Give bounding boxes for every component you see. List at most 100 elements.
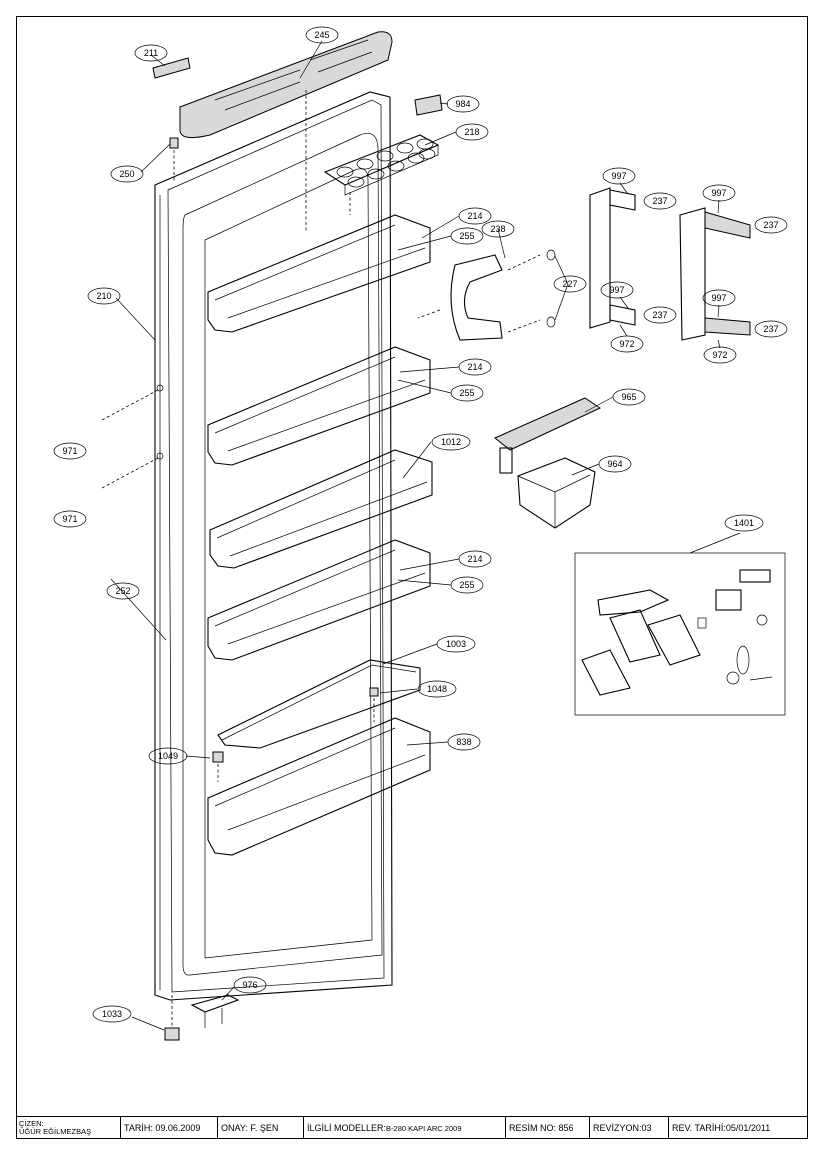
title-block-cizen: ÇİZEN: ÜĞÜR EĞİLMEZBAŞ: [16, 1117, 121, 1139]
leader-lines: [110, 40, 741, 1031]
callout-997-d: 997: [702, 289, 736, 307]
svg-text:965: 965: [621, 392, 636, 402]
callout-237-b: 237: [754, 216, 788, 234]
svg-text:214: 214: [467, 362, 482, 372]
svg-text:1049: 1049: [158, 751, 178, 761]
callout-211: 211: [134, 44, 168, 62]
callout-255-a: 255: [450, 227, 484, 245]
svg-text:238: 238: [490, 224, 505, 234]
callout-237-d: 237: [754, 320, 788, 338]
vertical-handle-1: [589, 187, 636, 329]
title-block-tarih: TARİH: 09.06.2009: [121, 1117, 218, 1139]
svg-text:252: 252: [115, 586, 130, 596]
callout-965: 965: [612, 388, 646, 406]
egg-tray-part: [323, 134, 440, 215]
wire-rail-part: [212, 659, 421, 782]
dispenser-parts: [494, 397, 602, 529]
svg-text:971: 971: [62, 446, 77, 456]
callout-972-b: 972: [703, 346, 737, 364]
title-block-onay: ONAY: F. ŞEN: [218, 1117, 304, 1139]
callout-984: 984: [446, 95, 480, 113]
clip-part: [414, 94, 443, 116]
svg-text:1003: 1003: [446, 639, 466, 649]
ilgili-value: B-280 KAPI ARC 2009: [386, 1123, 462, 1133]
callout-237-a: 237: [643, 192, 677, 210]
svg-text:1401: 1401: [734, 518, 754, 528]
svg-text:997: 997: [611, 171, 626, 181]
door-shelves: [207, 214, 433, 856]
top-trim-part: [179, 31, 393, 139]
svg-text:250: 250: [119, 169, 134, 179]
svg-text:255: 255: [459, 388, 474, 398]
svg-text:237: 237: [652, 310, 667, 320]
svg-text:237: 237: [763, 324, 778, 334]
callout-238: 238: [481, 220, 515, 238]
svg-text:971: 971: [62, 514, 77, 524]
callout-255-b: 255: [450, 384, 484, 402]
svg-text:972: 972: [712, 350, 727, 360]
callout-838: 838: [447, 733, 481, 751]
svg-text:237: 237: [652, 196, 667, 206]
callout-964: 964: [598, 455, 632, 473]
callout-218: 218: [455, 123, 489, 141]
title-block: ÇİZEN: ÜĞÜR EĞİLMEZBAŞ TARİH: 09.06.2009…: [16, 1116, 808, 1139]
svg-text:997: 997: [711, 188, 726, 198]
svg-text:237: 237: [763, 220, 778, 230]
svg-text:984: 984: [455, 99, 470, 109]
callout-976: 976: [233, 976, 267, 994]
cizen-name: ÜĞÜR EĞİLMEZBAŞ: [19, 1127, 92, 1136]
callouts: 211 245 984 218 250 214 255 238 227 997 …: [53, 26, 788, 1023]
svg-text:210: 210: [96, 291, 111, 301]
svg-text:997: 997: [711, 293, 726, 303]
callout-971-b: 971: [53, 510, 87, 528]
svg-text:255: 255: [459, 580, 474, 590]
svg-text:227: 227: [562, 279, 577, 289]
callout-214-c: 214: [458, 550, 492, 568]
svg-text:997: 997: [609, 285, 624, 295]
callout-210: 210: [87, 287, 121, 305]
title-block-resim: RESİM NO: 856: [506, 1117, 590, 1139]
hinge-pin-part: [169, 137, 179, 183]
screws: [101, 384, 164, 489]
svg-text:1033: 1033: [102, 1009, 122, 1019]
title-block-ilgili: İLGİLİ MODELLER:B-280 KAPI ARC 2009: [304, 1117, 506, 1139]
cizen-label: ÇİZEN:: [19, 1119, 44, 1128]
callout-997-a: 997: [602, 167, 636, 185]
svg-text:964: 964: [607, 459, 622, 469]
svg-text:1048: 1048: [427, 684, 447, 694]
svg-text:211: 211: [144, 48, 158, 58]
svg-text:972: 972: [619, 339, 634, 349]
callout-214-b: 214: [458, 358, 492, 376]
handle-part: [417, 249, 556, 341]
callout-252: 252: [106, 582, 140, 600]
callout-1049: 1049: [148, 747, 188, 765]
callout-1048: 1048: [417, 680, 457, 698]
svg-text:976: 976: [242, 980, 257, 990]
callout-997-b: 997: [702, 184, 736, 202]
door-body: [154, 91, 393, 1001]
title-block-revizyon: REVİZYON:03: [590, 1117, 669, 1139]
svg-text:1012: 1012: [441, 437, 461, 447]
callout-227: 227: [553, 275, 587, 293]
callout-1003: 1003: [436, 635, 476, 653]
kit-box: [574, 552, 786, 716]
svg-text:255: 255: [459, 231, 474, 241]
svg-text:218: 218: [464, 127, 479, 137]
callout-245: 245: [305, 26, 339, 44]
svg-text:245: 245: [314, 30, 329, 40]
drawing-frame: [16, 16, 808, 1139]
label-plate-part: [152, 57, 191, 79]
callout-1033: 1033: [92, 1005, 132, 1023]
svg-text:838: 838: [456, 737, 471, 747]
title-block-rev-tarih: REV. TARİHİ:05/01/2011: [672, 1123, 771, 1133]
callout-1012: 1012: [431, 433, 471, 451]
callout-971-a: 971: [53, 442, 87, 460]
callout-237-c: 237: [643, 306, 677, 324]
bottom-hinge-parts: [164, 994, 240, 1041]
vertical-handle-2: [679, 207, 751, 341]
callout-214-a: 214: [458, 207, 492, 225]
callout-997-c: 997: [600, 281, 634, 299]
callout-250: 250: [110, 165, 144, 183]
callout-255-c: 255: [450, 576, 484, 594]
